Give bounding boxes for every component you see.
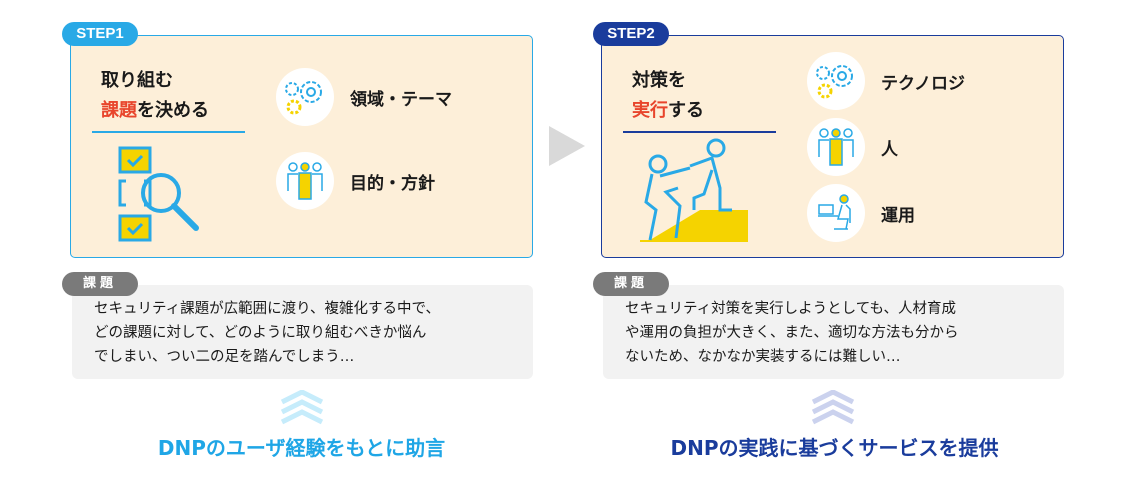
step2-issue-badge: 課題 xyxy=(593,272,669,296)
item-label: 人 xyxy=(881,139,898,160)
heading-highlight: 課題 xyxy=(101,100,137,121)
item-technology: テクノロジ xyxy=(807,52,965,110)
step1-issue-badge: 課題 xyxy=(62,272,138,296)
issue-line: セキュリティ課題が広範囲に渡り、複雑化する中で、 xyxy=(94,301,440,317)
item-label: 目的・方針 xyxy=(350,173,435,194)
step1-panel: 取り組む 課題を決める 領域・テーマ 目的・方針 xyxy=(70,35,533,258)
step2-panel: 対策を 実行する テクノロジ 人 運用 xyxy=(601,35,1064,258)
step2-result: DNPの実践に基づくサービスを提供 xyxy=(670,436,999,460)
heading-line1: 取り組む xyxy=(101,70,173,91)
heading-line2: 課題を決める xyxy=(101,96,209,126)
chevrons-up-icon xyxy=(280,390,324,425)
step1-result: DNPのユーザ経験をもとに助言 xyxy=(157,436,446,460)
divider xyxy=(92,131,245,133)
item-operation: 運用 xyxy=(807,184,915,242)
checklist-search-icon xyxy=(118,146,199,242)
step1-issue-text: セキュリティ課題が広範囲に渡り、複雑化する中で、 どの課題に対して、どのように取… xyxy=(72,285,533,379)
gears-icon xyxy=(807,52,865,110)
item-purpose-policy: 目的・方針 xyxy=(276,152,435,210)
people-icon xyxy=(276,152,334,210)
heading-rest: を決める xyxy=(137,100,209,121)
heading-rest: する xyxy=(668,100,704,121)
step2-heading: 対策を 実行する xyxy=(632,66,704,126)
heading-highlight: 実行 xyxy=(632,100,668,121)
helping-hand-icon xyxy=(640,138,748,242)
step1-badge: STEP1 xyxy=(62,22,138,46)
issue-line: や運用の負担が大きく、また、適切な方法も分から xyxy=(625,325,959,341)
heading-line1: 対策を xyxy=(632,70,686,91)
heading-line2: 実行する xyxy=(632,96,704,126)
item-label: テクノロジ xyxy=(881,73,965,94)
step2-issue-text: セキュリティ対策を実行しようとしても、人材育成 や運用の負担が大きく、また、適切… xyxy=(603,285,1064,379)
issue-line: でしまい、つい二の足を踏んでしまう… xyxy=(94,349,355,365)
item-domain-theme: 領域・テーマ xyxy=(276,68,452,126)
item-people: 人 xyxy=(807,118,898,176)
next-arrow-icon xyxy=(549,126,585,166)
item-label: 運用 xyxy=(881,205,915,226)
divider xyxy=(623,131,776,133)
issue-line: ないため、なかなか実装するには難しい… xyxy=(625,349,901,365)
item-label: 領域・テーマ xyxy=(350,89,452,110)
operator-icon xyxy=(807,184,865,242)
step1-heading: 取り組む 課題を決める xyxy=(101,66,209,126)
chevrons-up-icon xyxy=(811,390,855,425)
issue-line: セキュリティ対策を実行しようとしても、人材育成 xyxy=(625,301,957,317)
people-icon xyxy=(807,118,865,176)
gears-icon xyxy=(276,68,334,126)
step2-badge: STEP2 xyxy=(593,22,669,46)
issue-line: どの課題に対して、どのように取り組むべきか悩ん xyxy=(94,325,427,341)
